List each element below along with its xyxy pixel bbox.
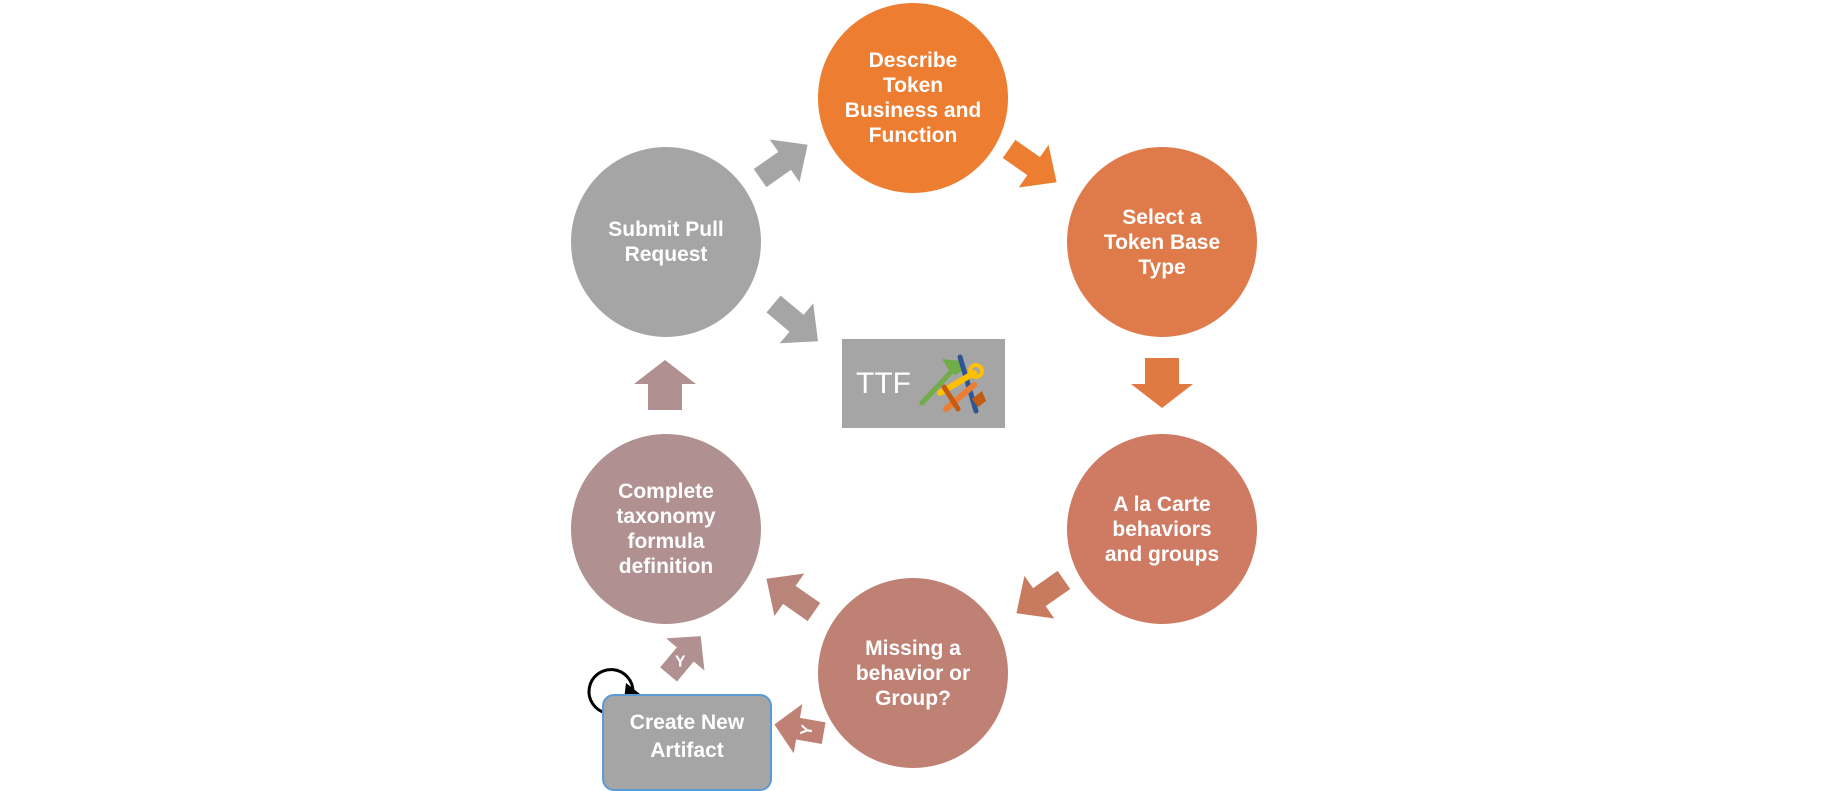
- arrow-missing-to-artifact: Y: [774, 704, 826, 754]
- arrow-alacarte-to-missing: [1016, 570, 1071, 619]
- arrow-select-to-alacarte: [1131, 358, 1193, 408]
- ttf-label: TTF: [856, 366, 911, 400]
- arrow-submit-to-describe: [753, 139, 808, 188]
- arrow-missing-to-complete: [766, 573, 821, 622]
- arrow-label-y: Y: [798, 723, 817, 737]
- arrow-label-y: Y: [675, 654, 686, 671]
- step-label: Submit Pull Request: [608, 218, 724, 266]
- arrow-artifact-to-complete: Y: [660, 636, 705, 682]
- tools-icon: [919, 354, 986, 413]
- step-complete-formula: Complete taxonomy formula definition: [571, 434, 761, 624]
- step-describe-token: Describe Token Business and Function: [818, 3, 1008, 193]
- step-label: Complete taxonomy formula definition: [616, 480, 716, 578]
- create-new-artifact-box: Create New Artifact: [602, 694, 772, 791]
- arrow-describe-to-select: [1002, 139, 1057, 188]
- artifact-label: Create New Artifact: [629, 710, 745, 762]
- arrow-submit-to-ttf: [766, 295, 818, 344]
- arrow-complete-to-submit: [634, 360, 696, 410]
- step-label: Select a Token Base Type: [1103, 205, 1221, 279]
- step-a-la-carte: A la Carte behaviors and groups: [1067, 434, 1257, 624]
- step-label: Describe Token Business and Function: [844, 49, 982, 147]
- step-label: Missing a behavior or Group?: [855, 636, 971, 710]
- step-select-base-type: Select a Token Base Type: [1067, 147, 1257, 337]
- step-label: A la Carte behaviors and groups: [1104, 492, 1220, 566]
- step-submit-pull-request: Submit Pull Request: [571, 147, 761, 337]
- step-missing-behavior: Missing a behavior or Group?: [818, 578, 1008, 768]
- ttf-center-box: TTF: [842, 339, 1005, 428]
